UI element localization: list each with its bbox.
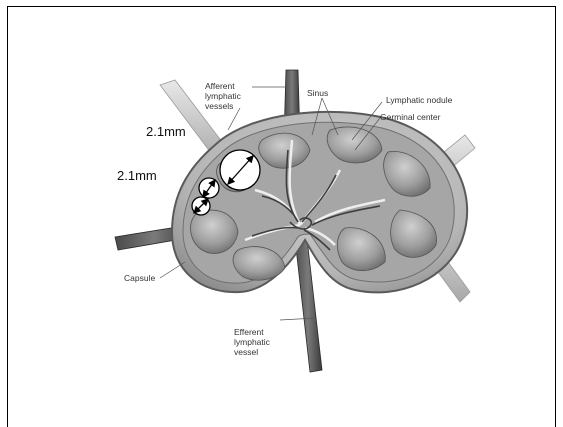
afferent-label-line3: vessels xyxy=(205,101,233,111)
efferent-label-line3: vessel xyxy=(234,347,258,357)
afferent-label-line2: lymphatic xyxy=(205,91,242,101)
germinal-center-label: Germinal center xyxy=(380,112,441,122)
upper-measurement-label: 2.1mm xyxy=(146,124,186,139)
lower-measurement-label: 2.1mm xyxy=(117,168,157,183)
lymphatic-nodule-label: Lymphatic nodule xyxy=(386,95,453,105)
efferent-label-line2: lymphatic xyxy=(234,337,271,347)
capsule-label: Capsule xyxy=(124,273,155,283)
efferent-label-line1: Efferent xyxy=(234,327,264,337)
afferent-label-line1: Afferent xyxy=(205,81,235,91)
sinus-label: Sinus xyxy=(307,88,328,98)
